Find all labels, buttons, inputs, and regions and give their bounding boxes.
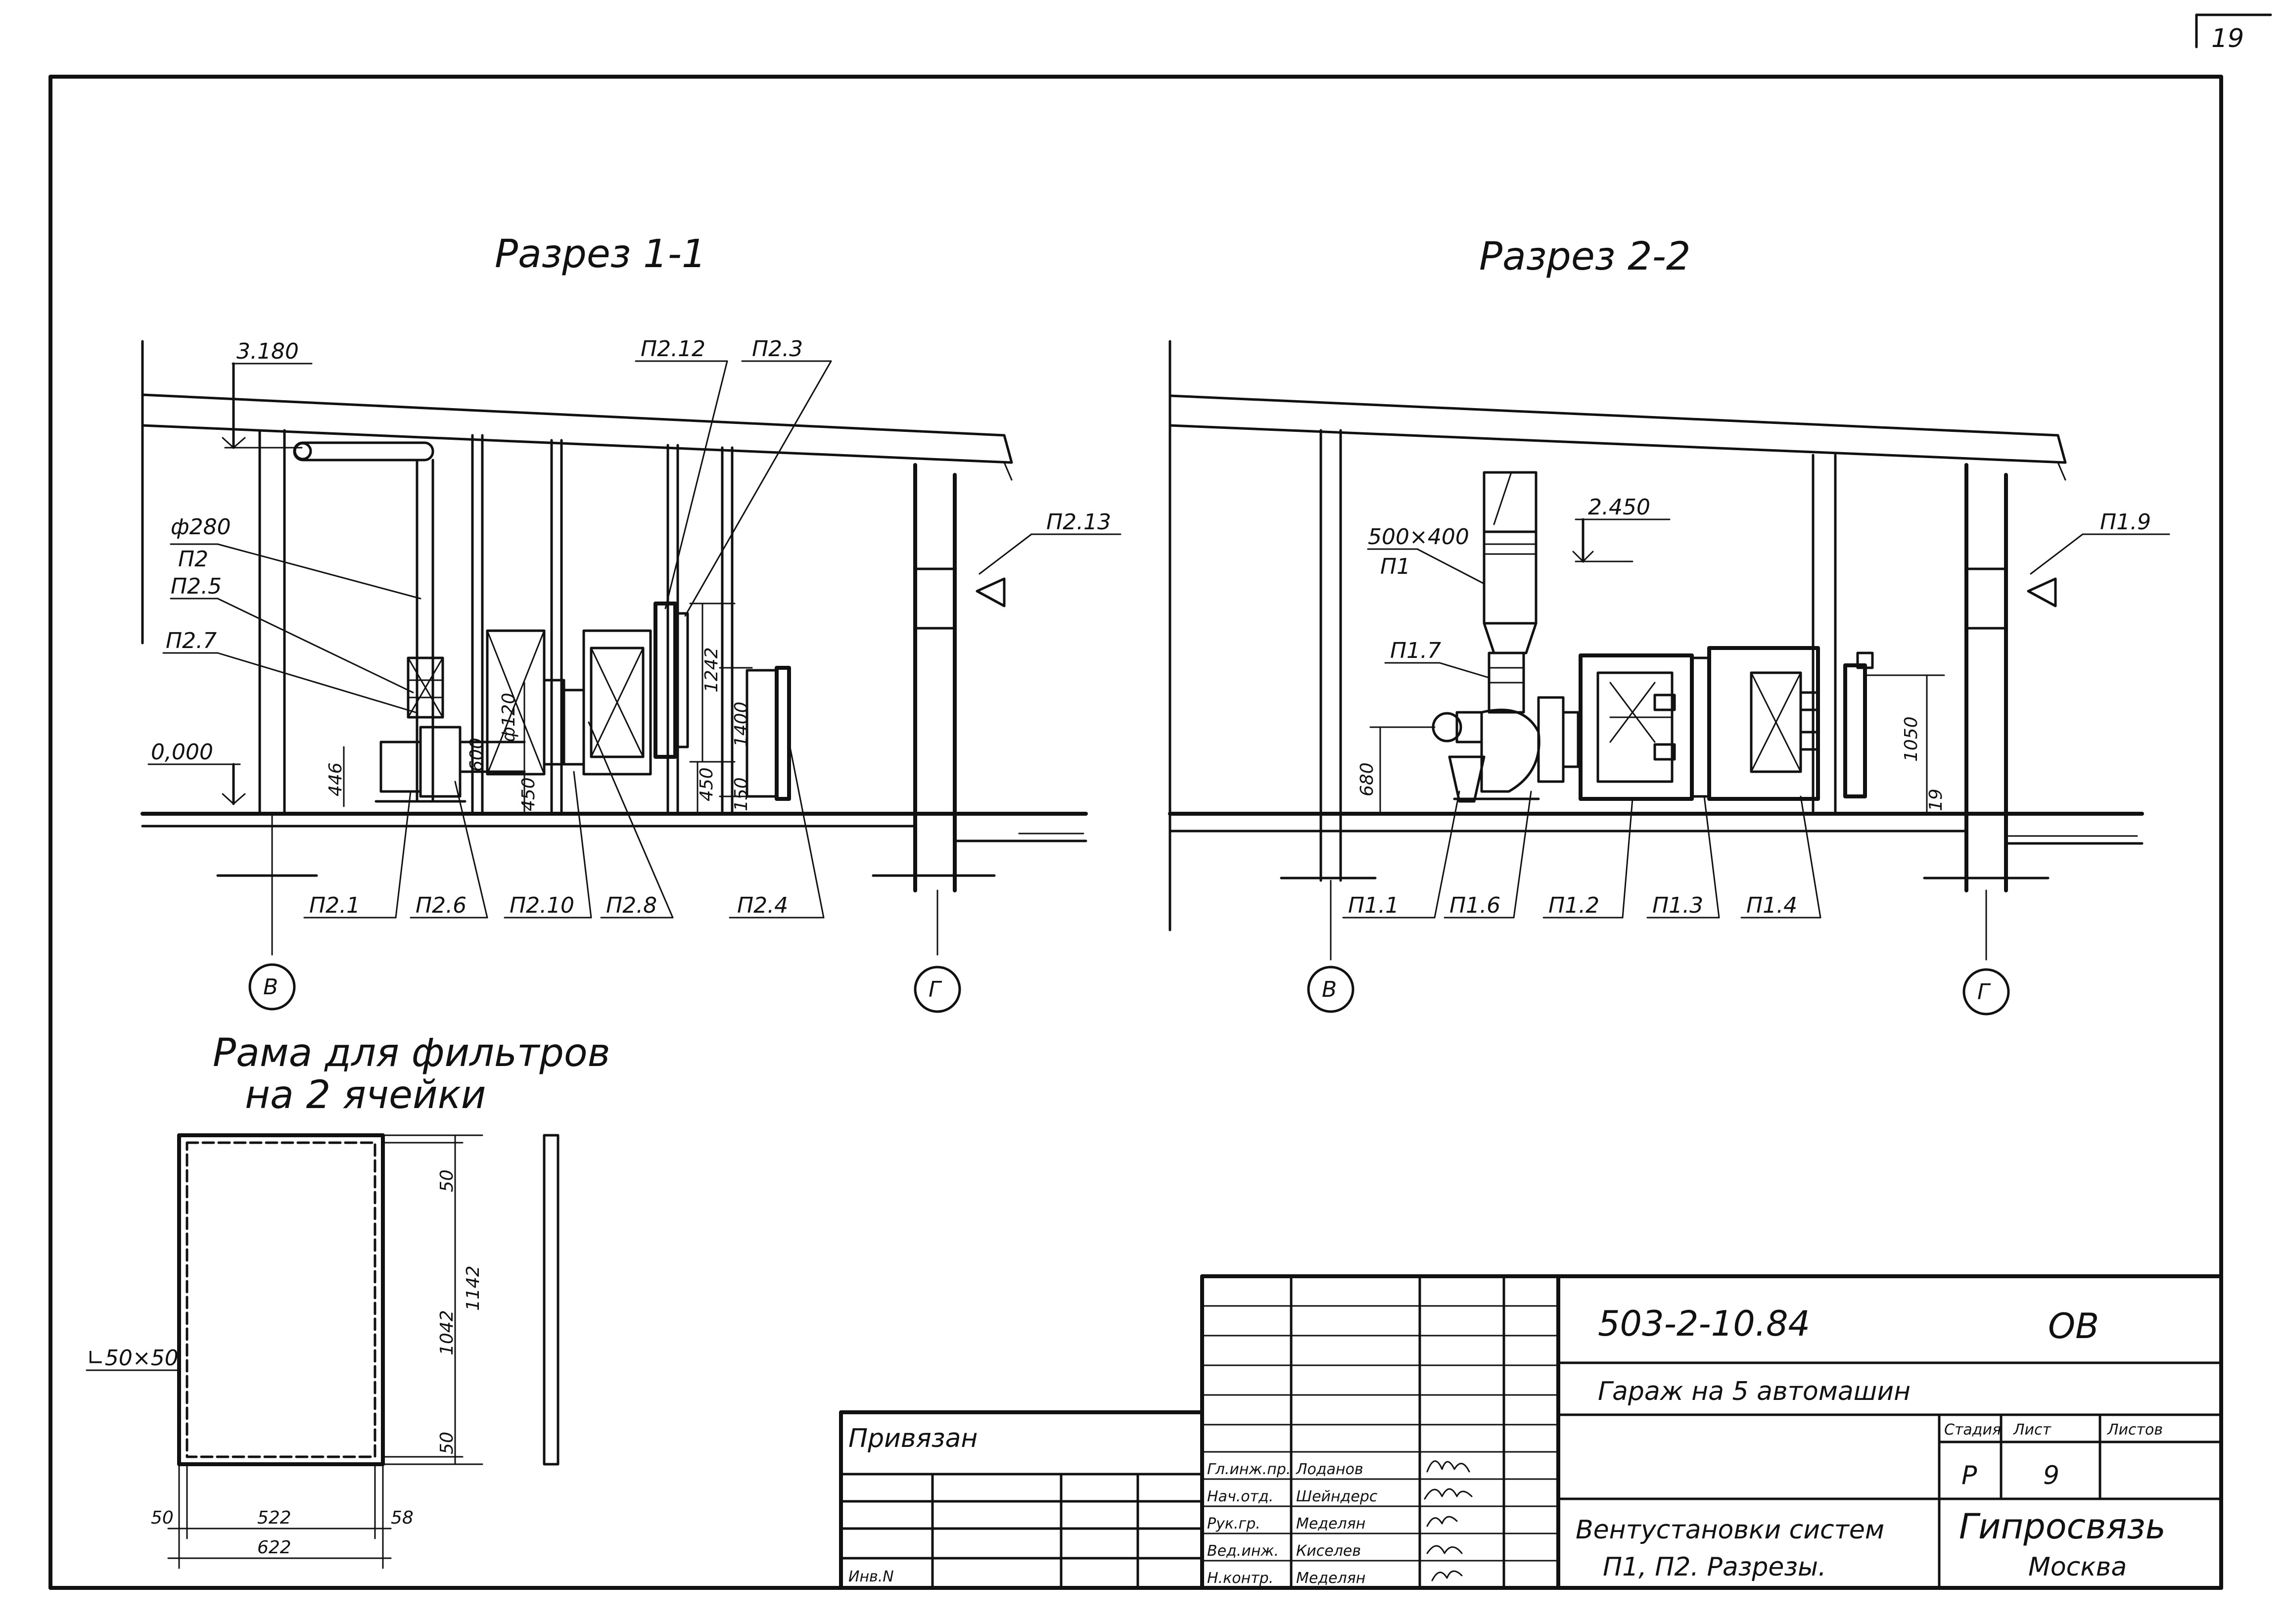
- sec1-diameter-sub: П2: [178, 547, 208, 572]
- signature-2: [1424, 1488, 1473, 1500]
- sec1-axis-right: Г: [929, 977, 942, 1002]
- tb-role-4: Вед.инж.: [1207, 1542, 1279, 1560]
- tb-doc-code: 503-2-10.84: [1598, 1303, 1810, 1344]
- sec2-elev-top: 2.450: [1588, 495, 1650, 520]
- tb-role-5: Н.контр.: [1207, 1570, 1273, 1587]
- tb-name-4: Киселев: [1296, 1542, 1361, 1560]
- sec2-dim-1050: 1050: [1901, 716, 1921, 762]
- sec1-axis-left: В: [263, 974, 278, 1000]
- sec1-dim-446: 446: [326, 762, 346, 796]
- sec1-label-p24: П2.4: [737, 893, 788, 918]
- tb-name-5: Меделян: [1296, 1570, 1365, 1587]
- signature-1: [1426, 1460, 1470, 1473]
- frame-title-2: на 2 ячейки: [245, 1073, 486, 1117]
- tb-col-sheet: Лист: [2013, 1421, 2052, 1438]
- sec2-duct-size: 500×400: [1368, 524, 1469, 550]
- frame-dim-50-bot: 50: [437, 1432, 457, 1454]
- sec2-axis-left: В: [1322, 977, 1337, 1002]
- frame-dim-522: 522: [257, 1508, 291, 1528]
- frame-title-1: Рама для фильтров: [213, 1031, 610, 1075]
- frame-dim-50-top: 50: [437, 1169, 457, 1192]
- sec2-leader-p17: П1.7: [1390, 638, 1441, 663]
- filter-frame-detail: Рама для фильтров на 2 ячейки 50 1042 11…: [86, 1031, 610, 1569]
- sec1-dim-450b: 450: [697, 767, 717, 801]
- sec1-label-p26: П2.6: [416, 893, 466, 918]
- sec2-leader-p19: П1.9: [2100, 510, 2151, 535]
- sec1-leader-p23: П2.3: [752, 336, 803, 362]
- sec2-label-p14: П1.4: [1746, 893, 1797, 918]
- sec2-dim-19: 19: [1926, 789, 1946, 811]
- sec1-elev-top: 3.180: [236, 339, 299, 364]
- sec1-leader-p213: П2.13: [1046, 510, 1111, 535]
- section2-title: Разрез 2-2: [1479, 234, 1690, 279]
- tb-sheet-no: 9: [2043, 1461, 2059, 1490]
- sec2-duct-sub: П1: [1380, 554, 1410, 579]
- sec2-label-p13: П1.3: [1652, 893, 1703, 918]
- signature-3: [1426, 1516, 1458, 1527]
- tb-col-sheets: Листов: [2107, 1421, 2163, 1438]
- tb-inv-no: Инв.N: [848, 1568, 894, 1585]
- tb-name-1: Лоданов: [1296, 1461, 1363, 1478]
- tb-description-2: П1, П2. Разрезы.: [1603, 1552, 1826, 1582]
- tb-role-3: Рук.гр.: [1207, 1515, 1260, 1532]
- section-1-1: Разрез 1-1: [140, 232, 1121, 1013]
- frame-dim-58-right: 58: [391, 1508, 414, 1528]
- sec1-label-p210: П2.10: [510, 893, 574, 918]
- sec1-dim-450: 450: [518, 777, 539, 811]
- frame-dim-622: 622: [257, 1537, 291, 1558]
- sec1-label-p28: П2.8: [606, 893, 657, 918]
- frame-angle-label: ∟50×50: [87, 1346, 179, 1371]
- tb-org-1: Гипросвязь: [1959, 1506, 2166, 1547]
- tb-description-1: Вентустановки систем: [1576, 1515, 1884, 1545]
- sec2-label-p16: П1.6: [1449, 893, 1500, 918]
- sec2-label-p11: П1.1: [1348, 893, 1399, 918]
- sec2-label-p12: П1.2: [1548, 893, 1599, 918]
- frame-dim-50-left: 50: [151, 1508, 174, 1528]
- tb-project: Гараж на 5 автомашин: [1598, 1377, 1911, 1406]
- tb-col-stage: Стадия: [1944, 1421, 2001, 1438]
- title-block: Привязан Инв.N Гл.инж.пр. Нач.отд. Рук.г…: [839, 1274, 2223, 1590]
- section1-title: Разрез 1-1: [495, 232, 706, 277]
- sec1-dim-150: 150: [731, 777, 751, 811]
- tb-role-1: Гл.инж.пр.: [1207, 1461, 1291, 1478]
- sec1-leader-p25: П2.5: [171, 574, 222, 599]
- sec1-leader-p27: П2.7: [166, 628, 217, 653]
- sec1-elev-zero: 0,000: [151, 740, 213, 765]
- tb-name-3: Меделян: [1296, 1515, 1365, 1532]
- tb-stage: Р: [1961, 1461, 1977, 1490]
- sec2-dim-680: 680: [1357, 762, 1377, 796]
- sec1-label-p21: П2.1: [309, 893, 360, 918]
- tb-mark: ОВ: [2048, 1306, 2099, 1346]
- page-number: 19: [2211, 24, 2244, 53]
- frame-dim-1042: 1042: [437, 1310, 457, 1355]
- sec1-dim-600: 600: [466, 738, 487, 772]
- tb-name-2: Шейндерс: [1296, 1488, 1378, 1505]
- sec1-dim-phi120: ф120: [499, 693, 519, 742]
- sec1-dim-1400: 1400: [731, 701, 751, 747]
- signature-4: [1426, 1545, 1463, 1554]
- section-2-2: Разрез 2-2: [1168, 234, 2170, 1016]
- sec1-dim-1242: 1242: [701, 647, 722, 693]
- sec1-leader-p212: П2.12: [641, 336, 705, 362]
- tb-role-2: Нач.отд.: [1207, 1488, 1273, 1505]
- tb-org-2: Москва: [2028, 1552, 2127, 1582]
- sec1-diameter: ф280: [171, 514, 231, 540]
- signature-5: [1431, 1570, 1463, 1581]
- sec2-axis-right: Г: [1977, 979, 1991, 1005]
- frame-dim-1142: 1142: [463, 1265, 483, 1311]
- tb-attached: Привязан: [848, 1424, 978, 1453]
